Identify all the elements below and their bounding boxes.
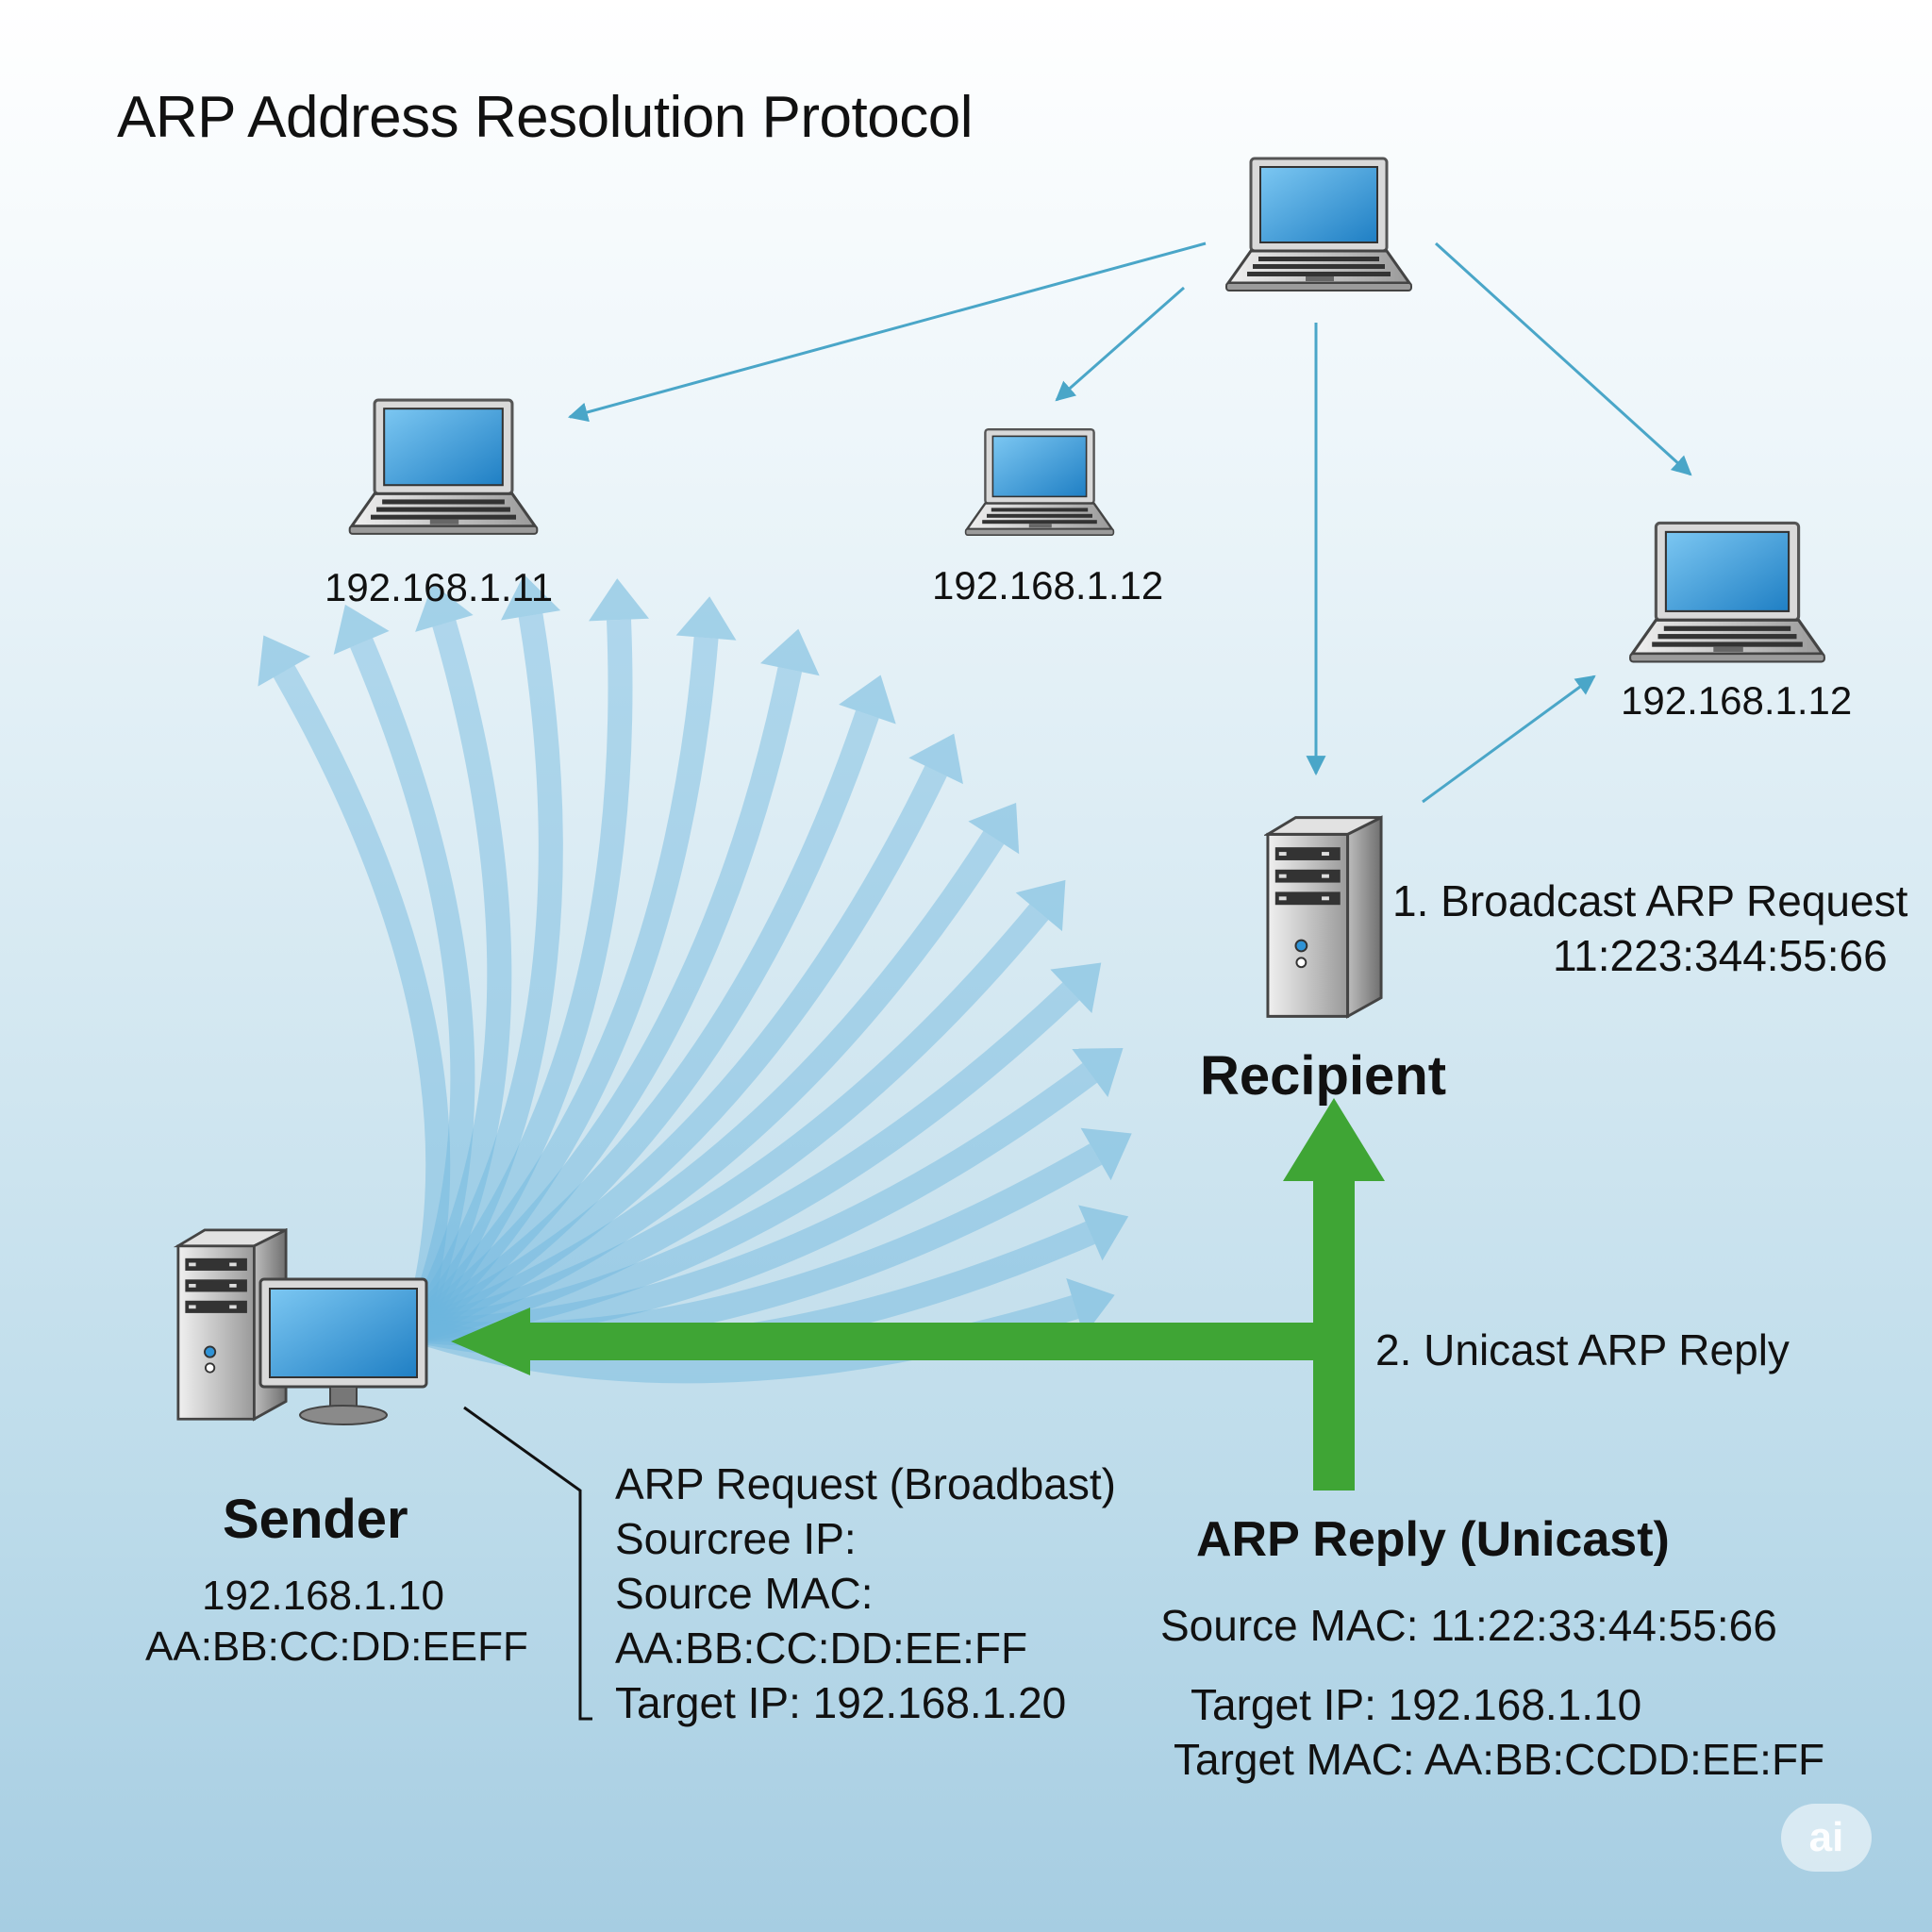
ai-watermark-badge: ai: [1781, 1804, 1872, 1872]
laptop-icon: [964, 428, 1115, 537]
line-recipient-to-host-3: [1422, 675, 1596, 804]
broadcast-arrow-shaft: [408, 667, 803, 1341]
broadcast-arrow-head: [1015, 879, 1066, 932]
broadcast-arrow-head: [500, 574, 561, 621]
line-to-host-2: [1055, 286, 1185, 402]
arp-request-source-mac-value: AA:BB:CC:DD:EE:FF: [615, 1624, 1028, 1673]
broadcast-arrow-shaft: [405, 613, 563, 1338]
recipient-label: Recipient: [1200, 1045, 1447, 1107]
broadcast-arrow-shaft: [273, 665, 451, 1334]
sender-label: Sender: [223, 1489, 408, 1550]
broadcast-arrow-shaft: [404, 620, 512, 1337]
broadcast-arrow-shaft: [408, 709, 879, 1341]
broadcast-arrow-shaft: [407, 637, 719, 1340]
broadcast-arrow-head: [675, 596, 737, 641]
line-to-host-1: [567, 242, 1207, 423]
host-1-ip: 192.168.1.11: [325, 565, 554, 609]
broadcast-arrow-head: [908, 733, 963, 785]
desktop-computer-icon: [176, 1228, 428, 1425]
request-connector-line: [463, 1406, 592, 1721]
broadcast-arrow-head: [759, 628, 820, 676]
broadcast-arrow-head: [1078, 1205, 1129, 1261]
laptop-icon: [1628, 521, 1826, 664]
laptop-icon: [348, 398, 539, 536]
host-3-ip: 192.168.1.12: [1621, 678, 1853, 723]
broadcast-arrow-shaft: [410, 830, 1005, 1342]
arp-request-source-ip: Sourcree IP:: [615, 1514, 857, 1563]
broadcast-arrow-head: [1072, 1048, 1124, 1097]
sender-ip: 192.168.1.10: [202, 1573, 444, 1619]
arp-reply-target-mac: Target MAC: AA:BB:CCDD:EE:FF: [1174, 1735, 1825, 1784]
arp-reply-heading: ARP Reply (Unicast): [1196, 1512, 1670, 1567]
broadcast-arrow-head: [968, 802, 1020, 855]
step-1-label: 1. Broadcast ARP Request: [1392, 876, 1908, 925]
broadcast-arrow-head: [258, 635, 310, 687]
broadcast-arrow-shaft: [406, 619, 633, 1339]
broadcast-arrow-head: [589, 578, 649, 622]
broadcast-arrow-head: [1080, 1127, 1132, 1181]
broadcast-arrow-head: [1050, 962, 1102, 1014]
broadcast-arrow-shaft: [350, 638, 475, 1335]
arp-reply-target-ip: Target IP: 192.168.1.10: [1191, 1680, 1642, 1729]
page-title: ARP Address Resolution Protocol: [117, 85, 973, 150]
arp-request-target-ip: Target IP: 192.168.1.20: [615, 1678, 1067, 1727]
server-tower-icon: [1266, 816, 1383, 1018]
line-to-host-3: [1434, 242, 1692, 476]
broadcast-arrow-head: [839, 675, 896, 724]
broadcast-arrow-shaft: [413, 982, 1080, 1342]
laptop-icon: [1224, 157, 1413, 292]
arp-request-source-mac: Source MAC:: [615, 1569, 874, 1618]
host-2-ip: 192.168.1.12: [932, 563, 1164, 608]
arp-reply-source-mac: Source MAC: 11:22:33:44:55:66: [1160, 1601, 1777, 1650]
broadcast-arrow-shaft: [412, 904, 1049, 1342]
arp-request-heading: ARP Request (Broadbast): [615, 1459, 1116, 1508]
step-1-mac: 11:223:344:55:66: [1553, 931, 1888, 980]
broadcast-arrow-head: [1066, 1277, 1115, 1337]
broadcast-lines: [567, 242, 1692, 804]
unicast-reply-arrow: [451, 1098, 1385, 1491]
sender-mac: AA:BB:CC:DD:EEFF: [145, 1624, 528, 1670]
broadcast-arrow-head: [333, 604, 390, 655]
step-2-label: 2. Unicast ARP Reply: [1375, 1325, 1790, 1374]
broadcast-fan-arrows: [258, 574, 1132, 1384]
broadcast-arrow-head: [415, 583, 474, 632]
broadcast-arrow-shaft: [409, 765, 947, 1341]
